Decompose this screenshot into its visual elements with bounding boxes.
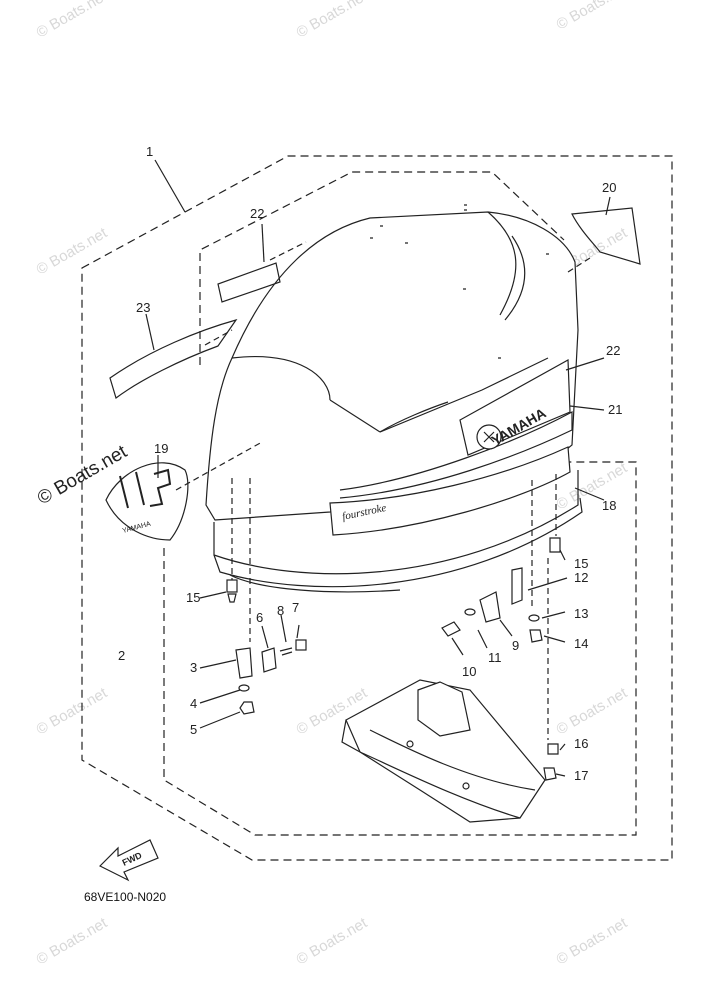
- callout-23: 23: [136, 300, 150, 315]
- callout-leader-23: [145, 313, 155, 351]
- watermark: © Boats.net: [294, 0, 371, 41]
- callout-13: 13: [574, 606, 588, 621]
- watermark: © Boats.net: [554, 914, 631, 968]
- watermark: © Boats.net: [554, 0, 631, 33]
- callout-leader-20: [605, 196, 611, 216]
- decal-20: [571, 207, 641, 265]
- watermark: © Boats.net: [554, 684, 631, 738]
- callout-leader-1: [154, 159, 186, 213]
- callout-16: 16: [574, 736, 588, 751]
- callout-leader-22a: [261, 223, 265, 263]
- callout-7: 7: [292, 600, 299, 615]
- callout-10: 10: [462, 664, 476, 679]
- callout-21: 21: [608, 402, 622, 417]
- decal-21-stripe: [339, 410, 573, 499]
- callout-17: 17: [574, 768, 588, 783]
- callout-leader-22b: [565, 357, 605, 371]
- watermark: © Boats.net: [34, 914, 111, 968]
- callout-8: 8: [277, 603, 284, 618]
- callout-3: 3: [190, 660, 197, 675]
- callout-15: 15: [574, 556, 588, 571]
- callout-2: 2: [118, 648, 125, 663]
- callout-22: 22: [606, 343, 620, 358]
- callout-11: 11: [488, 650, 502, 665]
- callout-leader-18: [574, 487, 605, 501]
- callout-6: 6: [256, 610, 263, 625]
- forward-arrow: [98, 839, 159, 882]
- callout-leader-21: [569, 405, 605, 411]
- watermark: © Boats.net: [34, 0, 111, 41]
- callout-18: 18: [602, 498, 616, 513]
- decal-22-upper: [217, 262, 281, 303]
- bottom-cowling: [341, 679, 546, 823]
- callout-1: 1: [146, 144, 153, 159]
- watermark: © Boats.net: [34, 224, 111, 278]
- callout-numbers: 1234567891011121314151516171819202122222…: [118, 144, 622, 783]
- callout-4: 4: [190, 696, 197, 711]
- assembly-boundary-2: [199, 171, 565, 365]
- decal-19-model: [105, 462, 189, 541]
- decal-20-alignment: [567, 257, 591, 273]
- callout-12: 12: [574, 570, 588, 585]
- right-hardware: [441, 474, 568, 781]
- left-hardware: [199, 478, 307, 729]
- callout-9: 9: [512, 638, 519, 653]
- callout-5: 5: [190, 722, 197, 737]
- decal-23: [109, 318, 238, 399]
- assembly-boundary-1: [81, 155, 673, 861]
- watermark: © Boats.net: [294, 914, 371, 968]
- callout-22: 22: [250, 206, 264, 221]
- reference-code: 68VE100-N020: [84, 890, 167, 904]
- decal-23-alignment: [204, 329, 233, 346]
- callout-15: 15: [186, 590, 200, 605]
- decal-22-alignment: [269, 241, 307, 261]
- decal-18-fourstroke: [329, 446, 571, 536]
- watermark: © Boats.net: [34, 684, 111, 738]
- decal-22-yamaha: [459, 359, 571, 456]
- callout-20: 20: [602, 180, 616, 195]
- callout-19: 19: [154, 441, 168, 456]
- decal-19-alignment: [175, 441, 263, 491]
- callout-14: 14: [574, 636, 588, 651]
